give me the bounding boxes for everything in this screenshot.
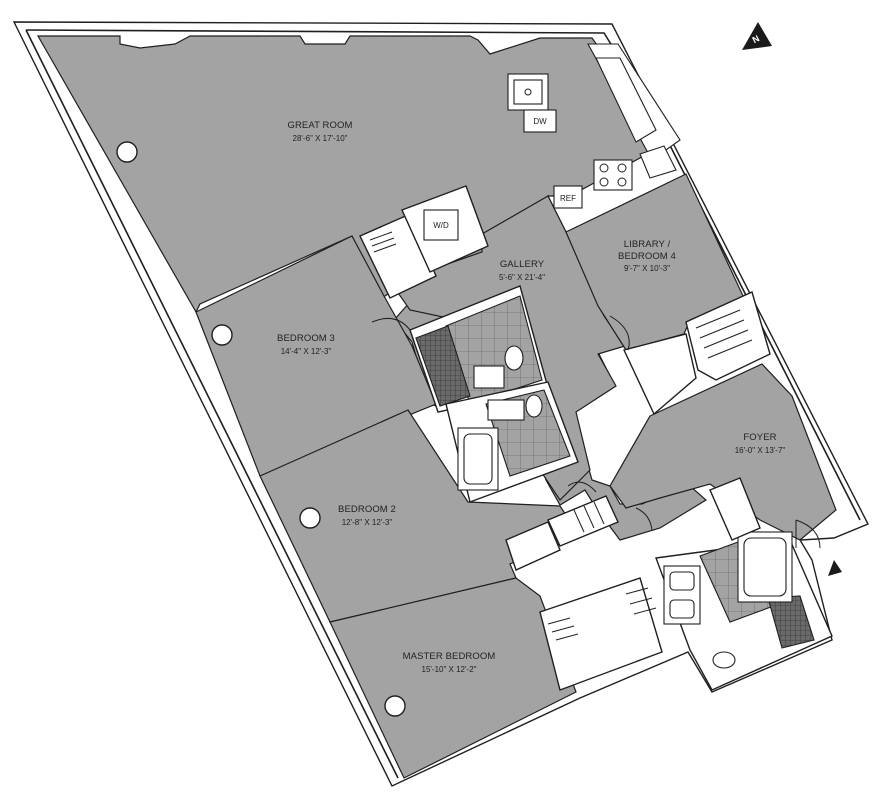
stair-upper — [685, 291, 771, 381]
column-icon — [384, 695, 406, 717]
master-bedroom-title: MASTER BEDROOM — [403, 651, 496, 662]
stair-mid — [547, 495, 619, 547]
bedroom3-dims: 14'-4" X 12'-3" — [281, 347, 332, 356]
refrigerator-label: REF — [560, 194, 576, 203]
master-bedroom-dims: 15'-10" X 12'-2" — [422, 665, 477, 674]
column-icon — [116, 141, 138, 163]
toilet-icon — [712, 651, 736, 669]
column-icon — [211, 324, 233, 346]
bedroom3-title: BEDROOM 3 — [277, 333, 335, 344]
washer-dryer-icon — [423, 209, 459, 241]
library-dims: 9'-7" X 10'-3" — [624, 264, 670, 273]
library-title: LIBRARY / — [624, 239, 671, 250]
master-bathroom — [655, 477, 833, 691]
bedroom2-title: BEDROOM 2 — [338, 504, 396, 515]
refrigerator-icon — [553, 185, 583, 209]
dishwasher-icon — [523, 109, 557, 133]
sink-icon — [487, 399, 525, 421]
gallery-title: GALLERY — [500, 259, 545, 270]
gallery-dims: 5'-6" X 21'-4" — [499, 273, 545, 282]
sink-icon — [473, 365, 505, 389]
north-arrow-icon: N — [742, 22, 772, 50]
core-upper — [623, 333, 697, 416]
north-label: N — [751, 33, 761, 45]
closet-mid — [505, 521, 561, 571]
kitchen: DW REF — [507, 43, 681, 209]
dishwasher-label: DW — [533, 117, 547, 126]
bathroom-2 — [445, 381, 579, 503]
great-room-dims: 28'-6" X 17'-10" — [293, 134, 348, 143]
entry-arrow-icon — [828, 560, 842, 576]
column-icon — [299, 507, 321, 529]
master-closet — [539, 577, 663, 691]
bedroom2-dims: 12'-8" X 12'-3" — [342, 518, 393, 527]
foyer-dims: 16'-0" X 13'-7" — [735, 446, 786, 455]
doors — [371, 315, 821, 549]
foyer-area — [609, 363, 837, 541]
toilet-icon — [525, 394, 543, 418]
library-title-line2: BEDROOM 4 — [618, 251, 676, 262]
bathroom-1 — [409, 285, 549, 413]
washer-dryer-label: W/D — [433, 221, 449, 230]
toilet-icon — [504, 345, 524, 371]
cooktop-icon — [593, 159, 633, 191]
great-room-title: GREAT ROOM — [287, 120, 352, 131]
foyer-title: FOYER — [743, 432, 776, 443]
